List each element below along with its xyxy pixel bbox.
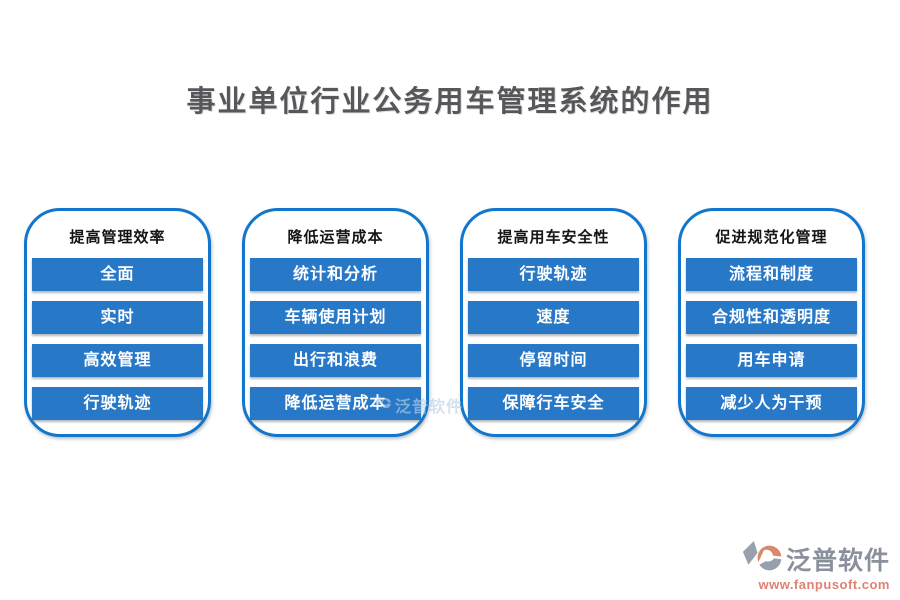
- card-item: 合规性和透明度: [686, 301, 857, 334]
- card-item: 流程和制度: [686, 258, 857, 291]
- card-standardized-management: 促进规范化管理 流程和制度 合规性和透明度 用车申请 减少人为干预: [678, 208, 865, 437]
- card-item: 高效管理: [32, 344, 203, 377]
- card-header: 提高管理效率: [69, 229, 166, 246]
- card-item: 降低运营成本: [250, 387, 421, 420]
- brand-website: www.fanpusoft.com: [758, 577, 890, 592]
- card-operating-cost: 降低运营成本 统计和分析 车辆使用计划 出行和浪费 降低运营成本: [242, 208, 429, 437]
- card-item: 减少人为干预: [686, 387, 857, 420]
- card-item: 全面: [32, 258, 203, 291]
- card-item: 用车申请: [686, 344, 857, 377]
- card-item: 保障行车安全: [468, 387, 639, 420]
- card-vehicle-safety: 提高用车安全性 行驶轨迹 速度 停留时间 保障行车安全: [460, 208, 647, 437]
- card-header: 降低运营成本: [287, 229, 384, 246]
- fanpu-logo-icon: [742, 539, 784, 579]
- card-item: 车辆使用计划: [250, 301, 421, 334]
- card-item: 出行和浪费: [250, 344, 421, 377]
- card-header: 提高用车安全性: [497, 229, 610, 246]
- card-item: 行驶轨迹: [468, 258, 639, 291]
- card-item: 停留时间: [468, 344, 639, 377]
- card-header: 促进规范化管理: [715, 229, 828, 246]
- card-item: 统计和分析: [250, 258, 421, 291]
- card-management-efficiency: 提高管理效率 全面 实时 高效管理 行驶轨迹: [24, 208, 211, 437]
- card-item: 速度: [468, 301, 639, 334]
- card-item: 行驶轨迹: [32, 387, 203, 420]
- brand-name: 泛普软件: [785, 546, 890, 575]
- cards-row: 提高管理效率 全面 实时 高效管理 行驶轨迹 降低运营成本 统计和分析 车辆使用…: [24, 208, 865, 437]
- page-title: 事业单位行业公务用车管理系统的作用: [186, 84, 714, 118]
- card-item: 实时: [32, 301, 203, 334]
- brand-logo: 泛普软件 www.fanpusoft.com: [740, 539, 890, 592]
